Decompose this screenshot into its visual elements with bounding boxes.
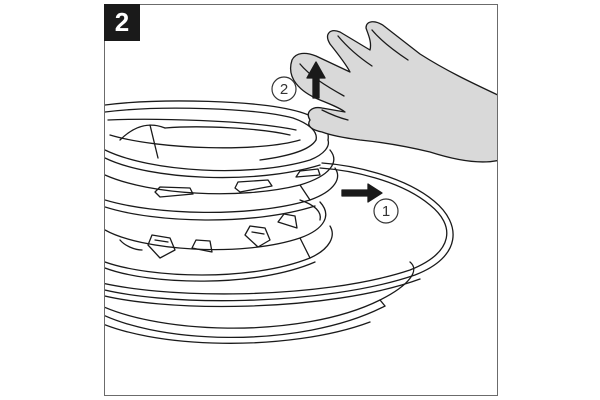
outer-gasket-ring [105, 162, 454, 308]
callout-circle-2 [271, 76, 297, 102]
top-ring [105, 100, 330, 179]
callout-label-1: 1 [382, 203, 390, 220]
inner-lift-ring [105, 149, 339, 221]
up-arrow-icon [306, 61, 326, 99]
hand-illustration [290, 21, 497, 163]
right-arrow-icon [341, 183, 383, 203]
lower-body [105, 199, 333, 282]
callout-label-2: 2 [280, 81, 288, 98]
callout-circle-1 [373, 198, 399, 224]
base-plate [105, 261, 415, 344]
step-number-badge: 2 [104, 4, 140, 41]
